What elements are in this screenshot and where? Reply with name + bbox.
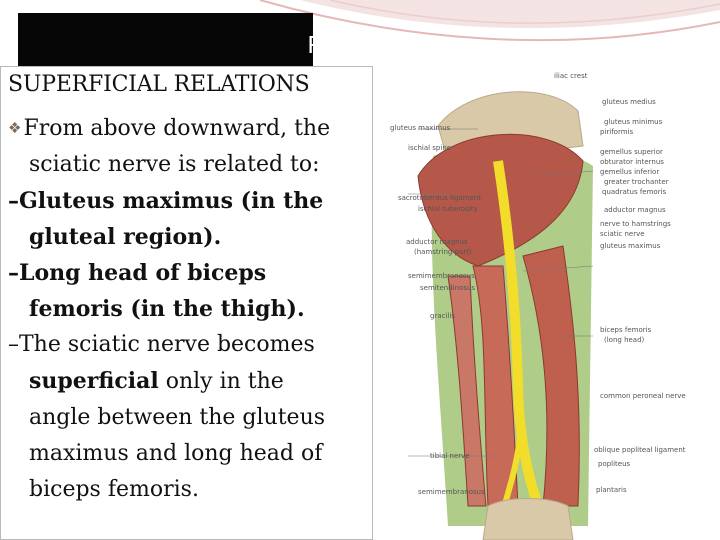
intro-line: ❖From above downward, the <box>8 110 368 147</box>
svg-text:obturator internus: obturator internus <box>600 158 664 166</box>
svg-text:sacrotuberous ligament: sacrotuberous ligament <box>398 194 481 202</box>
svg-text:gluteus maximus: gluteus maximus <box>600 242 661 250</box>
svg-text:semimembranosus: semimembranosus <box>408 272 475 280</box>
section-heading: SUPERFICIAL RELATIONS <box>8 72 310 97</box>
svg-text:common peroneal nerve: common peroneal nerve <box>600 392 686 400</box>
svg-text:semimembranosus: semimembranosus <box>418 488 485 496</box>
intro-text-1: From above downward, the <box>23 116 331 141</box>
item-3-line-1: –The sciatic nerve becomes <box>8 332 315 357</box>
intro-line-2: sciatic nerve is related to: <box>29 152 320 177</box>
svg-text:gluteus maximus: gluteus maximus <box>390 124 451 132</box>
bullet-icon: ❖ <box>8 119 22 137</box>
slide-title: Relations <box>307 33 413 59</box>
svg-text:gluteus minimus: gluteus minimus <box>604 118 663 126</box>
decorative-swoosh <box>259 0 720 42</box>
emphasis-superficial: superficial <box>29 368 159 394</box>
item-3-line-4: maximus and long head of <box>29 441 323 466</box>
svg-text:gemellus superior: gemellus superior <box>600 148 663 156</box>
title-box <box>18 13 313 71</box>
item-2-line-2: femoris (in the thigh). <box>29 296 305 322</box>
text-panel <box>0 66 373 540</box>
svg-text:popliteus: popliteus <box>598 460 631 468</box>
svg-text:(long head): (long head) <box>604 336 645 344</box>
item-1-line-2: gluteal region). <box>29 224 222 250</box>
svg-text:plantaris: plantaris <box>596 486 627 494</box>
body-text: ❖From above downward, the sciatic nerve … <box>8 110 368 508</box>
svg-text:iliac crest: iliac crest <box>554 72 588 80</box>
svg-text:tibial nerve: tibial nerve <box>430 452 470 460</box>
left-labels: gluteus maximus ischial spine sacrotuber… <box>390 124 485 496</box>
svg-text:semitendinosus: semitendinosus <box>420 284 475 292</box>
item-3-line-2: superficial only in the <box>8 363 368 400</box>
svg-text:gluteus medius: gluteus medius <box>602 98 656 106</box>
item-3-line-2-rest: only in the <box>158 369 284 394</box>
item-2-line-1: –Long head of biceps <box>8 260 267 286</box>
svg-text:adductor magnus: adductor magnus <box>604 206 666 214</box>
svg-text:(hamstring part): (hamstring part) <box>414 248 472 256</box>
svg-text:sciatic nerve: sciatic nerve <box>600 230 645 238</box>
svg-text:nerve to hamstrings: nerve to hamstrings <box>600 220 671 228</box>
svg-text:ischial spine: ischial spine <box>408 144 451 152</box>
anatomy-illustration: iliac crest gluteus maximus ischial spin… <box>378 66 720 540</box>
right-labels: gluteus medius gluteus minimus piriformi… <box>594 98 686 494</box>
svg-text:piriformis: piriformis <box>600 128 633 136</box>
svg-text:adductor magnus: adductor magnus <box>406 238 468 246</box>
item-3-line-5: biceps femoris. <box>29 477 199 502</box>
svg-text:oblique popliteal ligament: oblique popliteal ligament <box>594 446 686 454</box>
item-1-line-1: –Gluteus maximus (in the <box>8 188 324 214</box>
svg-text:gemellus inferior: gemellus inferior <box>600 168 659 176</box>
svg-text:biceps femoris: biceps femoris <box>600 326 652 334</box>
svg-text:quadratus femoris: quadratus femoris <box>602 188 667 196</box>
item-3-line-3: angle between the gluteus <box>29 405 326 430</box>
svg-text:ischial tuberosity: ischial tuberosity <box>418 205 478 213</box>
svg-text:greater trochanter: greater trochanter <box>604 178 669 186</box>
svg-text:gracilis: gracilis <box>430 312 455 320</box>
